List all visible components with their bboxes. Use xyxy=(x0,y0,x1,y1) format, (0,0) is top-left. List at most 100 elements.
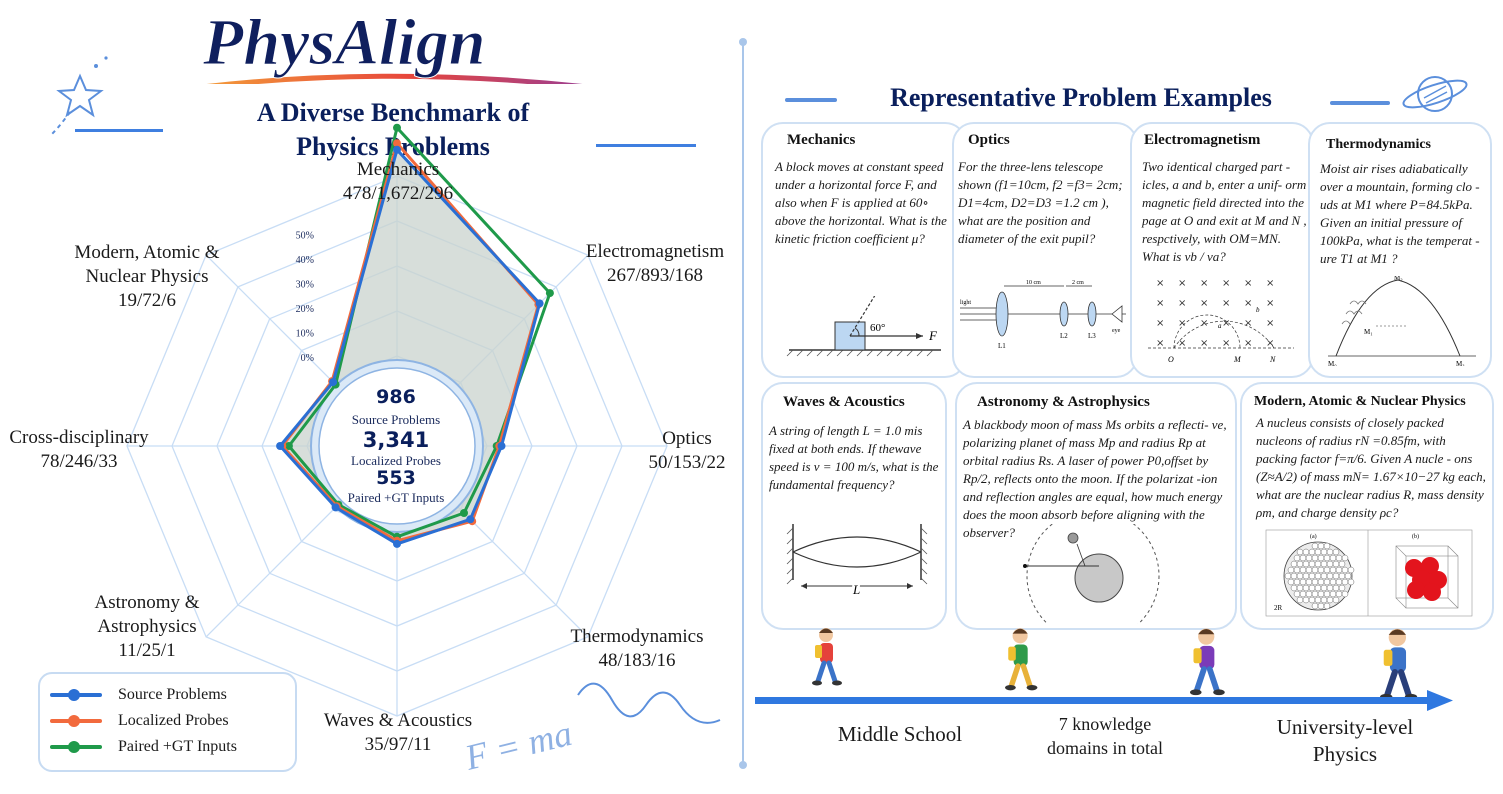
decorative-star-icon xyxy=(50,48,120,138)
svg-text:a: a xyxy=(1218,322,1222,330)
svg-text:M: M xyxy=(1233,355,1242,364)
series-point xyxy=(460,509,468,517)
svg-text:2 cm: 2 cm xyxy=(1072,280,1084,286)
svg-text:×: × xyxy=(1178,338,1186,349)
svg-text:×: × xyxy=(1156,338,1164,349)
svg-text:b: b xyxy=(1256,306,1260,314)
svg-text:×: × xyxy=(1222,298,1230,309)
series-point xyxy=(393,539,401,548)
series-point xyxy=(545,289,554,298)
svg-text:×: × xyxy=(1266,338,1274,349)
radial-tick-label: 0% xyxy=(301,353,314,364)
example-card-waves: Waves & Acoustics A string of length L =… xyxy=(761,382,947,630)
series-point xyxy=(393,123,401,132)
svg-text:M₁: M₁ xyxy=(1364,328,1373,336)
svg-text:×: × xyxy=(1156,278,1164,289)
divider-dot-bottom xyxy=(739,761,747,769)
example-card-electromagnetism: Electromagnetism Two identical charged p… xyxy=(1130,122,1314,378)
svg-text:F: F xyxy=(928,328,938,343)
formula-text: F = ma xyxy=(455,700,585,780)
example-card-astronomy: Astronomy & Astrophysics A blackbody moo… xyxy=(955,382,1237,630)
svg-text:×: × xyxy=(1244,278,1252,289)
radial-tick-label: 40% xyxy=(296,255,314,266)
svg-text:×: × xyxy=(1266,318,1274,329)
decor-line-title-left xyxy=(785,98,837,102)
decor-line-right xyxy=(596,144,696,147)
svg-text:×: × xyxy=(1178,278,1186,289)
examples-title: Representative Problem Examples xyxy=(890,83,1272,112)
svg-text:F = ma: F = ma xyxy=(460,713,576,778)
svg-text:eye: eye xyxy=(1112,328,1121,334)
radial-tick-label: 20% xyxy=(296,304,314,315)
student-icon xyxy=(1380,628,1418,697)
svg-text:×: × xyxy=(1222,278,1230,289)
card-text: A string of length L = 1.0 mis fixed at … xyxy=(769,423,939,492)
svg-text:×: × xyxy=(1266,278,1274,289)
svg-text:×: × xyxy=(1200,338,1208,349)
radar-chart: 0%10%20%30%40%50% xyxy=(126,123,668,717)
timeline-start-label: Middle School xyxy=(837,722,963,746)
example-card-mechanics: Mechanics A block moves at constant spee… xyxy=(761,122,967,378)
svg-text:×: × xyxy=(1222,318,1230,329)
paired-label: Paired +GT Inputs xyxy=(347,490,445,505)
panel-divider xyxy=(742,42,744,766)
series-point xyxy=(329,378,338,387)
card-title: Optics xyxy=(968,132,1010,148)
card-text: Two identical charged part - icles, a an… xyxy=(1142,159,1307,264)
card-title: Modern, Atomic & Nuclear Physics xyxy=(1254,394,1466,409)
svg-text:M₂: M₂ xyxy=(1394,276,1403,282)
svg-text:PhysAlign: PhysAlign xyxy=(202,6,485,79)
chart-legend: Source Problems Localized Probes Paired … xyxy=(38,672,297,772)
series-point xyxy=(393,139,401,148)
legend-swatch-paired xyxy=(50,741,102,753)
telescope-figure: 10 cm 2 cm light eye L1 L2 L3 xyxy=(960,280,1126,350)
decor-line-left xyxy=(75,129,163,132)
standing-wave-figure: L xyxy=(786,524,928,598)
decorative-wave-icon xyxy=(570,675,730,735)
svg-text:L: L xyxy=(852,582,860,597)
example-card-thermodynamics: Thermodynamics Moist air rises adiabatic… xyxy=(1308,122,1492,378)
card-title: Thermodynamics xyxy=(1326,137,1431,152)
card-title: Waves & Acoustics xyxy=(783,394,905,410)
timeline-arrow xyxy=(755,690,1453,711)
paired-count: 553 xyxy=(376,467,416,489)
series-point xyxy=(535,299,544,308)
mountain-figure: M₀ M₂ M₁ M₃ xyxy=(1328,276,1476,366)
source-label: Source Problems xyxy=(351,412,441,427)
svg-text:N: N xyxy=(1269,355,1276,364)
orbit-figure xyxy=(1023,524,1160,624)
series-point xyxy=(284,442,293,450)
radial-tick-label: 50% xyxy=(296,231,314,242)
svg-text:L3: L3 xyxy=(1088,332,1096,340)
svg-text:60°: 60° xyxy=(870,322,885,334)
series-point xyxy=(331,503,340,512)
svg-text:M₃: M₃ xyxy=(1456,360,1465,366)
card-text: A block moves at constant speed under a … xyxy=(775,159,947,246)
series-point xyxy=(497,442,506,450)
svg-text:×: × xyxy=(1244,318,1252,329)
svg-text:×: × xyxy=(1244,298,1252,309)
svg-text:(b): (b) xyxy=(1412,533,1419,540)
svg-text:×: × xyxy=(1178,318,1186,329)
legend-item-localized: Localized Probes xyxy=(50,709,229,733)
svg-text:×: × xyxy=(1222,338,1230,349)
radar-center-disc xyxy=(318,367,476,525)
divider-dot-top xyxy=(739,38,747,46)
svg-text:×: × xyxy=(1200,298,1208,309)
svg-text:L2: L2 xyxy=(1060,332,1068,340)
card-text: For the three-lens telescope shown (f1=1… xyxy=(958,159,1123,246)
svg-text:M₀: M₀ xyxy=(1328,360,1337,366)
svg-text:×: × xyxy=(1178,298,1186,309)
card-title: Electromagnetism xyxy=(1144,132,1261,148)
localized-label: Localized Probes xyxy=(351,453,441,468)
subtitle-line-1: A Diverse Benchmark of xyxy=(256,98,530,127)
svg-text:(a): (a) xyxy=(1310,533,1317,540)
svg-text:light: light xyxy=(960,300,971,306)
